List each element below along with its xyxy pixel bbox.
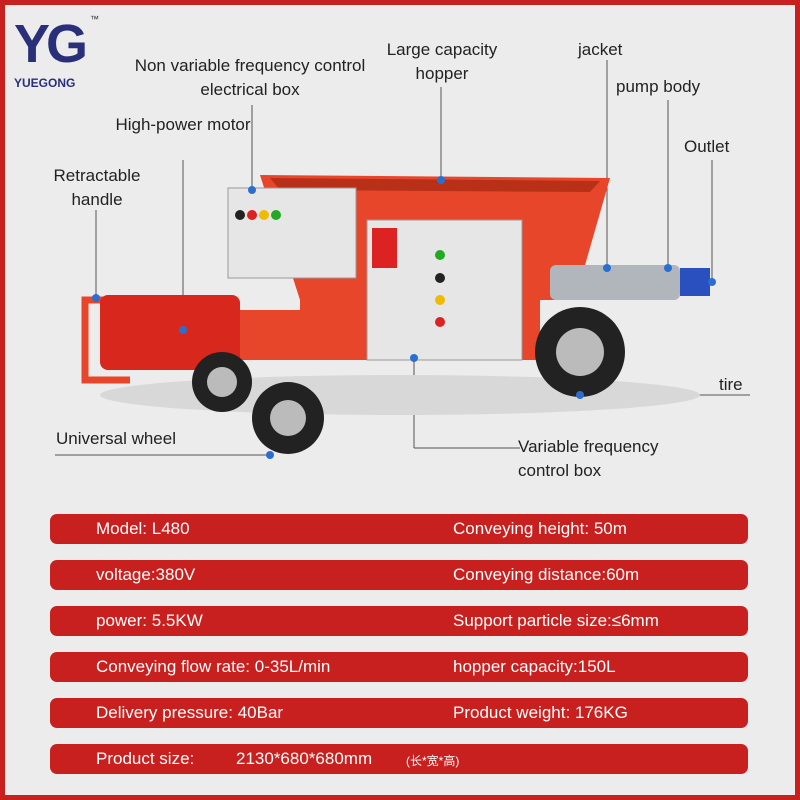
label-hopper: Large capacity hopper bbox=[386, 40, 498, 83]
logo-name: YUEGONG bbox=[14, 76, 76, 90]
label-universal-wheel: Universal wheel bbox=[56, 429, 176, 448]
logo-tm: ™ bbox=[90, 14, 99, 24]
spec-left: power: 5.5KW bbox=[96, 611, 203, 630]
size-label: Product size: bbox=[96, 749, 195, 768]
label-motor: High-power motor bbox=[115, 115, 251, 134]
spec-right: hopper capacity:150L bbox=[453, 657, 616, 676]
label-handle: Retractable handle bbox=[53, 166, 141, 209]
spec-left: Delivery pressure: 40Bar bbox=[96, 703, 284, 722]
spec-right: Product weight: 176KG bbox=[453, 703, 628, 722]
spec-right: Support particle size:≤6mm bbox=[453, 611, 659, 630]
spec-row: Delivery pressure: 40Bar Product weight: … bbox=[50, 698, 748, 728]
size-note: (长*宽*高) bbox=[406, 754, 460, 768]
spec-right: Conveying distance:60m bbox=[453, 565, 640, 584]
label-pump-body: pump body bbox=[616, 77, 701, 96]
machine-illustration bbox=[55, 60, 750, 459]
spec-row: voltage:380V Conveying distance:60m bbox=[50, 560, 748, 590]
spec-row: Model: L480 Conveying height: 50m bbox=[50, 514, 748, 544]
label-electrical-box: Non variable frequency control electrica… bbox=[134, 56, 366, 99]
spec-right: Conveying height: 50m bbox=[453, 519, 627, 538]
spec-row: Conveying flow rate: 0-35L/min hopper cap… bbox=[50, 652, 748, 682]
label-outlet: Outlet bbox=[684, 137, 730, 156]
size-value: 2130*680*680mm bbox=[236, 749, 373, 768]
spec-left: Model: L480 bbox=[96, 519, 190, 538]
spec-row-size: Product size: 2130*680*680mm (长*宽*高) bbox=[50, 744, 748, 774]
spec-left: Conveying flow rate: 0-35L/min bbox=[96, 657, 331, 676]
logo-mark: YG bbox=[14, 14, 88, 74]
label-vf-box: Variable frequency control box bbox=[518, 437, 659, 480]
spec-left: voltage:380V bbox=[96, 565, 196, 584]
label-tire: tire bbox=[719, 375, 743, 394]
label-jacket: jacket bbox=[578, 40, 623, 59]
spec-row: power: 5.5KW Support particle size:≤6mm bbox=[50, 606, 748, 636]
brand-logo: YG ™ YUEGONG bbox=[14, 14, 100, 98]
